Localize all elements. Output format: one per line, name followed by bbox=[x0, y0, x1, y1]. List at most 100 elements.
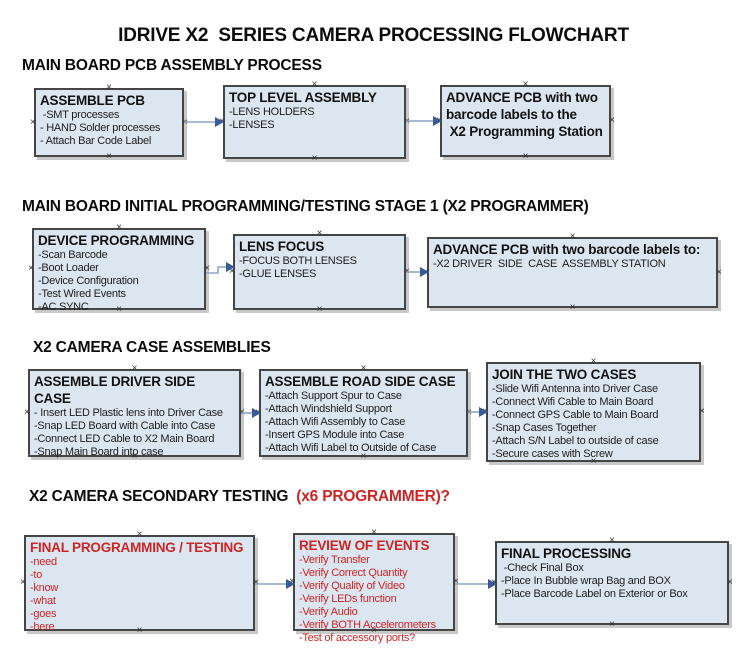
flow-arrow-icon bbox=[206, 262, 235, 274]
box-line: -Place Barcode Label on Exterior or Box bbox=[501, 588, 688, 600]
box-title: LENS FOCUS bbox=[239, 239, 325, 254]
box-lines: -LENS HOLDERS-LENSES bbox=[229, 106, 400, 132]
box-lens-focus: LENS FOCUS -FOCUS BOTH LENSES-GLUE LENSE… bbox=[229, 229, 410, 315]
connector-anchor-icon: × bbox=[727, 577, 733, 588]
connector-anchor-icon: × bbox=[569, 231, 576, 242]
box-line: -know bbox=[30, 582, 59, 594]
box-lines: -X2 DRIVER SIDE CASE ASSEMBLY STATION bbox=[433, 258, 712, 271]
box-line: -AC SYNC bbox=[38, 301, 89, 313]
flow-arrow-icon bbox=[406, 267, 429, 277]
box-line: -LENSES bbox=[229, 119, 275, 131]
connector-anchor-icon: × bbox=[311, 79, 318, 90]
box-title: FINAL PROCESSING bbox=[501, 546, 632, 561]
box-title: REVIEW OF EVENTS bbox=[299, 538, 430, 553]
box-lines: -SMT processes- HAND Solder processes- A… bbox=[40, 109, 178, 148]
connector-anchor-icon: × bbox=[609, 115, 615, 126]
box-line: -Snap Main Board into case bbox=[34, 446, 164, 458]
box-line: -Attach Support Spur to Case bbox=[265, 390, 402, 402]
box-line: -Check Final Box bbox=[501, 562, 584, 574]
page-title: IDRIVE X2 SERIES CAMERA PROCESSING FLOWC… bbox=[118, 25, 629, 46]
box-title: ASSEMBLE ROAD SIDE CASE bbox=[265, 374, 456, 389]
box-line: - HAND Solder processes bbox=[40, 122, 161, 134]
section-4-heading-red: (x6 PROGRAMMER)? bbox=[296, 488, 450, 505]
flow-arrow-icon bbox=[184, 117, 224, 127]
box-lines: -Check Final Box-Place In Bubble wrap Ba… bbox=[501, 562, 723, 601]
box-device-programming: DEVICE PROGRAMMING -Scan Barcode-Boot Lo… bbox=[28, 223, 210, 315]
box-line: -Attach S/N Label to outside of case bbox=[492, 435, 659, 447]
box-line: -need bbox=[30, 556, 57, 568]
box-lines: -Verify Transfer-Verify Correct Quantity… bbox=[299, 554, 449, 645]
box-line: -Snap Cases Together bbox=[492, 422, 597, 434]
box-line: -Attach Wifi Label to Outside of Case bbox=[265, 442, 437, 454]
box-line: -Verify Correct Quantity bbox=[299, 567, 408, 579]
box-line: -LENS HOLDERS bbox=[229, 106, 315, 118]
box-lines: -Scan Barcode-Boot Loader-Device Configu… bbox=[38, 249, 200, 314]
box-line: -Connect Wifi Cable to Main Board bbox=[492, 396, 654, 408]
box-title: ASSEMBLE PCB bbox=[40, 93, 145, 108]
box-title: FINAL PROGRAMMING / TESTING bbox=[30, 540, 244, 555]
box-review-of-events: REVIEW OF EVENTS -Verify Transfer-Verify… bbox=[289, 528, 459, 645]
box-lines: -Slide Wifi Antenna into Driver Case-Con… bbox=[492, 383, 695, 461]
box-line: -Insert GPS Module into Case bbox=[265, 429, 405, 441]
box-join-the-two-cases: JOIN THE TWO CASES -Slide Wifi Antenna i… bbox=[482, 357, 705, 467]
box-line: -Attach Wifi Assembly to Case bbox=[265, 416, 406, 428]
section-1-heading: MAIN BOARD PCB ASSEMBLY PROCESS bbox=[22, 57, 322, 74]
box-line: -Secure cases with Screw bbox=[492, 448, 613, 460]
box-assemble-road-side-case: ASSEMBLE ROAD SIDE CASE -Attach Support … bbox=[255, 364, 472, 462]
box-line: -Attach Windshield Support bbox=[265, 403, 392, 415]
box-line: -what bbox=[30, 595, 56, 607]
section-4-heading-black: X2 CAMERA SECONDARY TESTING bbox=[29, 488, 289, 505]
connector-anchor-icon: × bbox=[30, 116, 36, 128]
box-line: -FOCUS BOTH LENSES bbox=[239, 255, 357, 267]
connector-anchor-icon: × bbox=[131, 363, 138, 374]
connector-anchor-icon: × bbox=[24, 407, 30, 418]
box-lines: -need-to-know-what-goes-here bbox=[30, 556, 249, 634]
box-line: -Slide Wifi Antenna into Driver Case bbox=[492, 383, 658, 395]
box-lines: - Insert LED Plastic lens into Driver Ca… bbox=[34, 407, 235, 459]
connector-anchor-icon: × bbox=[136, 529, 143, 540]
connector-anchor-icon: × bbox=[311, 153, 318, 164]
connector-anchor-icon: × bbox=[609, 619, 615, 630]
flow-arrow-icon bbox=[455, 579, 497, 589]
box-line: -Device Configuration bbox=[38, 275, 139, 287]
connector-anchor-icon: × bbox=[106, 151, 112, 162]
box-line: -Verify LEDs function bbox=[299, 593, 397, 605]
box-advance-pcb-programming-station: ADVANCE PCB with two barcode labels to t… bbox=[436, 80, 615, 162]
box-line: -goes bbox=[30, 608, 57, 620]
box-line: -Boot Loader bbox=[38, 262, 99, 274]
connector-anchor-icon: × bbox=[116, 222, 122, 233]
flow-arrow-icon bbox=[255, 579, 295, 589]
connector-anchor-icon: × bbox=[316, 228, 323, 239]
connector-anchor-icon: × bbox=[316, 304, 323, 315]
box-lines: -FOCUS BOTH LENSES-GLUE LENSES bbox=[239, 255, 400, 281]
connector-anchor-icon: × bbox=[20, 577, 26, 588]
box-line: -Verify Audio bbox=[299, 606, 358, 618]
box-line: -here bbox=[30, 621, 55, 633]
flow-arrow-icon bbox=[468, 407, 488, 417]
connector-anchor-icon: × bbox=[106, 82, 112, 93]
box-line: -to bbox=[30, 569, 43, 581]
box-top-level-assembly: TOP LEVEL ASSEMBLY -LENS HOLDERS-LENSES … bbox=[219, 80, 410, 164]
section-3-heading: X2 CAMERA CASE ASSEMBLIES bbox=[33, 339, 271, 356]
box-line: - Insert LED Plastic lens into Driver Ca… bbox=[34, 407, 223, 419]
section-2-heading: MAIN BOARD INITIAL PROGRAMMING/TESTING S… bbox=[22, 198, 589, 215]
section-4-heading: X2 CAMERA SECONDARY TESTING (x6 PROGRAMME… bbox=[29, 488, 450, 506]
box-line: -Scan Barcode bbox=[38, 249, 108, 261]
connector-anchor-icon: × bbox=[716, 266, 722, 278]
box-line: -X2 DRIVER SIDE CASE ASSEMBLY STATION bbox=[433, 258, 666, 270]
connector-anchor-icon: × bbox=[569, 302, 576, 313]
box-title: JOIN THE TWO CASES bbox=[492, 367, 637, 382]
box-lines: -Attach Support Spur to Case-Attach Wind… bbox=[265, 390, 462, 455]
box-line: -Snap LED Board with Cable into Case bbox=[34, 420, 216, 432]
connector-anchor-icon: × bbox=[699, 406, 705, 417]
box-final-programming-testing: FINAL PROGRAMMING / TESTING -need-to-kno… bbox=[20, 530, 259, 636]
box-line: -Verify BOTH Accelerometers bbox=[299, 619, 436, 631]
box-line: -Place In Bubble wrap Bag and BOX bbox=[501, 575, 671, 587]
box-title: ADVANCE PCB with two barcode labels to: bbox=[433, 242, 701, 257]
flow-arrow-icon bbox=[241, 408, 261, 418]
box-line: -Test of accessory ports? bbox=[299, 632, 416, 644]
box-title: DEVICE PROGRAMMING bbox=[38, 233, 195, 248]
box-line: -Verify Quality of Video bbox=[299, 580, 405, 592]
connector-anchor-icon: × bbox=[590, 356, 597, 367]
